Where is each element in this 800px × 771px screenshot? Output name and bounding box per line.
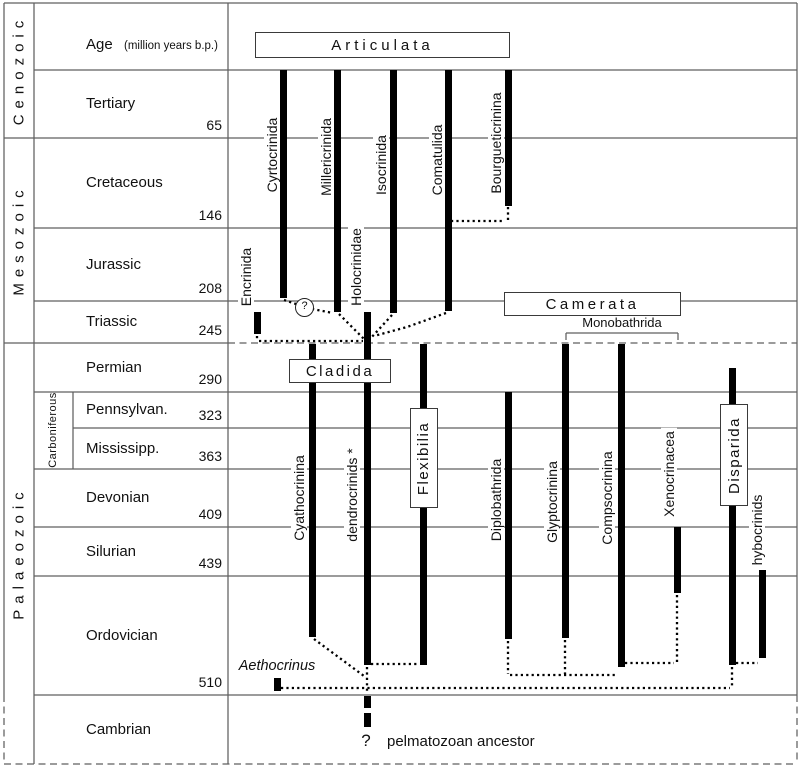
clade-box-disparida: Disparida [720, 404, 748, 506]
range-bar-ancestor-stem-b [363, 713, 371, 727]
period-age-65: 65 [206, 117, 222, 133]
range-bar-isocrinida [389, 70, 397, 313]
period-label-pennsylvan: Pennsylvan. [86, 401, 168, 418]
clade-box-label: Flexibilia [415, 421, 433, 495]
clade-box-label: Articulata [331, 36, 434, 54]
taxon-label-millericrinida: Millericrinida [318, 115, 334, 199]
clade-box-label: Disparida [725, 416, 743, 494]
range-bar-dendrocrinids [363, 344, 371, 665]
taxon-label-cyathocrinina: Cyathocrinina [291, 452, 307, 544]
taxon-label-dendrocrinids: dendrocrinids * [344, 445, 360, 545]
sub-era-label-carboniferous: Carboniferous [47, 392, 59, 468]
range-bar-glyptocrinina [561, 344, 569, 638]
period-age-363: 363 [198, 448, 222, 464]
taxon-label-diplobathrida: Diplobathrida [488, 455, 504, 545]
dotted-connector-cyrtocrinida-to-query [283, 298, 297, 306]
range-bar-hybocrinids [758, 570, 766, 658]
range-bar-cyathocrinina [308, 344, 316, 637]
period-label-triassic: Triassic [86, 313, 138, 330]
clade-box-label: Camerata [545, 295, 640, 313]
clade-box-camerata: Camerata [504, 292, 681, 316]
range-bar-diplobathrida [504, 392, 512, 639]
taxon-label-holocrinidae: Holocrinidae [348, 225, 364, 309]
clade-box-articulata: Articulata [255, 32, 510, 58]
clade-box-flexibilia: Flexibilia [410, 408, 438, 508]
range-bar-aethocrinus [273, 678, 281, 691]
period-label-mississipp: Mississipp. [86, 439, 160, 457]
range-bar-compsocrinina [617, 344, 625, 667]
taxon-label-compsocrinina: Compsocrinina [599, 448, 615, 548]
dotted-connector-cyathocrinina-to-dendrocrinids [313, 638, 365, 677]
period-label-ordovician: Ordovician [86, 626, 158, 644]
pelmatozoan-ancestor-label: pelmatozoan ancestor [387, 733, 535, 750]
period-age-146: 146 [198, 207, 222, 223]
period-age-323: 323 [198, 407, 222, 423]
taxon-label-glyptocrinina: Glyptocrinina [544, 458, 560, 546]
range-bar-cyrtocrinida [279, 70, 287, 298]
taxon-label-encrinida: Encrinida [238, 244, 254, 310]
taxon-label-xenocrinacea: Xenocrinacea [661, 428, 677, 520]
dotted-connector-millericrinida-to-holocrinidae [338, 313, 366, 341]
era-label-mesozoic: Mesozoic [10, 184, 28, 296]
range-bar-comatulida [444, 70, 452, 311]
range-bar-holocrinidae [363, 312, 371, 344]
range-bar-bourgueticrinina [504, 70, 512, 206]
taxon-label-bourgueticrinina: Bourgueticrinina [488, 89, 504, 197]
period-label-silurian: Silurian [86, 542, 137, 560]
period-age-245: 245 [198, 322, 222, 338]
period-label-jurassic: Jurassic [86, 255, 142, 273]
period-age-290: 290 [198, 371, 222, 387]
dotted-connector-isocrinida-to-holocrinidae [369, 314, 393, 340]
taxon-label-cyrtocrinida: Cyrtocrinida [264, 114, 280, 196]
clade-box-cladida: Cladida [289, 359, 391, 383]
era-label-cenozoic: Cenozoic [10, 14, 28, 126]
period-label-cretaceous: Cretaceous [86, 174, 163, 191]
dotted-connector-query-to-millericrinida [311, 307, 334, 315]
range-bar-disparida [728, 368, 736, 665]
period-age-510: 510 [198, 674, 222, 690]
period-label-permian: Permian [86, 358, 142, 376]
clade-box-label: Cladida [305, 362, 375, 380]
period-age-208: 208 [198, 280, 222, 296]
period-label-tertiary: Tertiary [86, 95, 136, 112]
aethocrinus-label: Aethocrinus [238, 658, 316, 674]
range-bar-xenocrinacea [673, 527, 681, 593]
period-label-cambrian: Cambrian [86, 720, 152, 738]
monobathrida-label: Monobathrida [582, 315, 662, 330]
taxon-label-isocrinida: Isocrinida [373, 132, 389, 198]
range-bar-ancestor-stem-a [363, 696, 371, 708]
taxon-label-hybocrinids: hybocrinids [749, 491, 765, 569]
period-label-devonian: Devonian [86, 489, 150, 506]
taxon-label-comatulida: Comatulida [429, 121, 445, 199]
uncertainty-question-circle: ? [295, 298, 314, 317]
age-header-unit: (million years b.p.) [124, 40, 218, 52]
age-header-label: Age [86, 36, 113, 53]
range-bar-encrinida [253, 312, 261, 334]
dotted-connector-comatulida-to-holocrinidae [373, 311, 447, 338]
era-label-palaeozoic: Palaeozoic [10, 486, 28, 620]
period-age-439: 439 [198, 555, 222, 571]
range-bar-millericrinida [333, 70, 341, 312]
period-age-409: 409 [198, 506, 222, 522]
ancestor-question-mark: ? [361, 731, 371, 750]
